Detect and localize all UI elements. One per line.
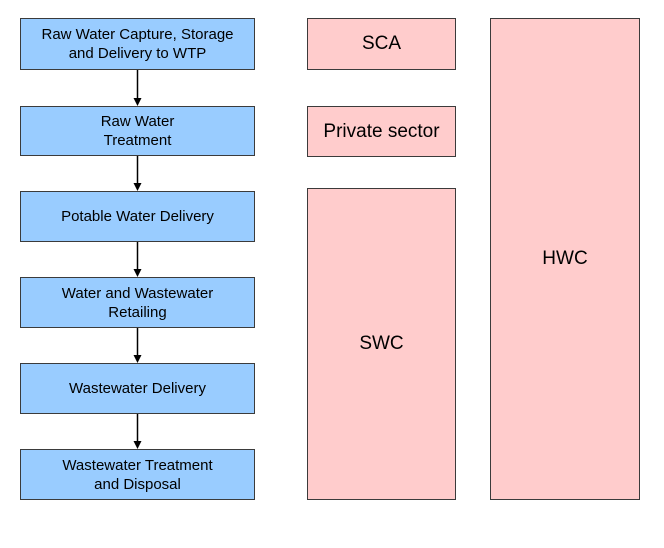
step-potable-water-delivery: Potable Water Delivery: [20, 191, 255, 242]
step-raw-water-treatment: Raw Water Treatment: [20, 106, 255, 156]
flow-arrow-head: [133, 355, 142, 363]
flow-arrow-head: [133, 441, 142, 449]
flow-arrow-head: [133, 269, 142, 277]
org-swc: SWC: [307, 188, 456, 500]
org-hwc: HWC: [490, 18, 640, 500]
flow-arrow-head: [133, 98, 142, 106]
flow-arrow: [133, 328, 142, 363]
step-water-wastewater-retailing-label: Water and Wastewater Retailing: [61, 284, 214, 321]
step-raw-water-capture-label: Raw Water Capture, Storage and Delivery …: [41, 26, 234, 62]
org-private-sector-label: Private sector: [323, 120, 440, 142]
org-private-sector: Private sector: [307, 106, 456, 157]
step-wastewater-delivery: Wastewater Delivery: [20, 363, 255, 414]
step-potable-water-delivery-label: Potable Water Delivery: [61, 208, 214, 225]
org-sca-label: SCA: [361, 33, 402, 54]
step-raw-water-capture: Raw Water Capture, Storage and Delivery …: [20, 18, 255, 70]
step-wastewater-delivery-label: Wastewater Delivery: [69, 380, 206, 397]
flow-arrow: [133, 70, 142, 106]
flow-arrow: [133, 242, 142, 277]
flow-arrow: [133, 156, 142, 191]
org-hwc-label: HWC: [542, 248, 588, 269]
step-water-wastewater-retailing: Water and Wastewater Retailing: [20, 277, 255, 328]
flow-arrow: [133, 414, 142, 449]
org-swc-label: SWC: [359, 333, 404, 354]
step-raw-water-treatment-label: Raw Water Treatment: [100, 113, 175, 149]
org-sca: SCA: [307, 18, 456, 70]
step-wastewater-treatment-disposal: Wastewater Treatment and Disposal: [20, 449, 255, 500]
flow-arrow-head: [133, 183, 142, 191]
step-wastewater-treatment-disposal-label: Wastewater Treatment and Disposal: [62, 456, 213, 493]
